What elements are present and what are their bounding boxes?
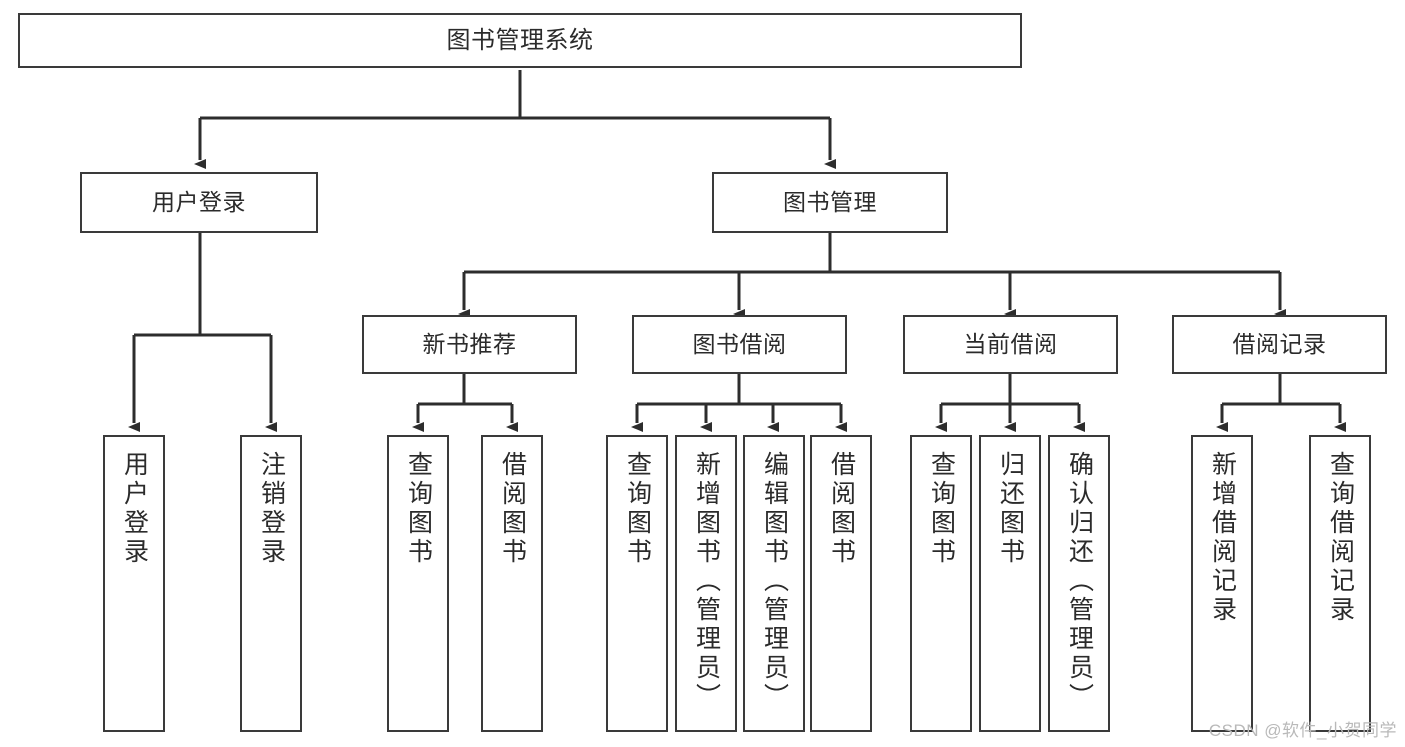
node-label: 新书推荐 [422, 331, 517, 358]
node-label: 新增图书（管理员） [692, 451, 721, 712]
node-current-borrow[interactable]: 当前借阅 [903, 315, 1118, 374]
node-label: 图书借阅 [692, 331, 787, 358]
node-label: 查询借阅记录 [1326, 451, 1355, 625]
watermark: CSDN @软件_小贺同学 [1208, 721, 1397, 740]
node-leaf-borrow-record-query[interactable]: 查询借阅记录 [1309, 435, 1371, 732]
node-leaf-current-borrow-return[interactable]: 归还图书 [979, 435, 1041, 732]
node-label: 当前借阅 [963, 331, 1058, 358]
node-label: 确认归还（管理员） [1065, 451, 1094, 712]
node-leaf-new-book-borrow[interactable]: 借阅图书 [481, 435, 543, 732]
node-borrow-record[interactable]: 借阅记录 [1172, 315, 1387, 374]
node-leaf-user-login-signin[interactable]: 用户登录 [103, 435, 165, 732]
node-leaf-current-borrow-confirm-admin[interactable]: 确认归还（管理员） [1048, 435, 1110, 732]
node-label: 借阅图书 [498, 451, 527, 567]
node-label: 用户登录 [152, 189, 246, 216]
node-leaf-book-borrow-add-admin[interactable]: 新增图书（管理员） [675, 435, 737, 732]
node-leaf-book-borrow-query[interactable]: 查询图书 [606, 435, 668, 732]
node-user-login[interactable]: 用户登录 [80, 172, 318, 233]
node-label: 查询图书 [404, 451, 433, 567]
node-leaf-current-borrow-query[interactable]: 查询图书 [910, 435, 972, 732]
node-label: 借阅记录 [1232, 331, 1327, 358]
node-label: 借阅图书 [827, 451, 856, 567]
node-label: 图书管理 [783, 189, 877, 216]
node-new-book-recommend[interactable]: 新书推荐 [362, 315, 577, 374]
node-book-borrow[interactable]: 图书借阅 [632, 315, 847, 374]
node-leaf-borrow-record-add[interactable]: 新增借阅记录 [1191, 435, 1253, 732]
node-label: 编辑图书（管理员） [760, 451, 789, 712]
node-leaf-new-book-query[interactable]: 查询图书 [387, 435, 449, 732]
node-label: 归还图书 [996, 451, 1025, 567]
node-leaf-book-borrow-edit-admin[interactable]: 编辑图书（管理员） [743, 435, 805, 732]
node-label: 查询图书 [623, 451, 652, 567]
node-leaf-user-login-signout[interactable]: 注销登录 [240, 435, 302, 732]
node-leaf-book-borrow-borrow[interactable]: 借阅图书 [810, 435, 872, 732]
node-label: 查询图书 [927, 451, 956, 567]
node-root-book-management-system[interactable]: 图书管理系统 [18, 13, 1022, 68]
node-label: 图书管理系统 [446, 26, 594, 54]
node-label: 新增借阅记录 [1208, 451, 1237, 625]
node-label: 注销登录 [257, 451, 286, 567]
node-book-management[interactable]: 图书管理 [712, 172, 948, 233]
node-label: 用户登录 [120, 451, 149, 567]
